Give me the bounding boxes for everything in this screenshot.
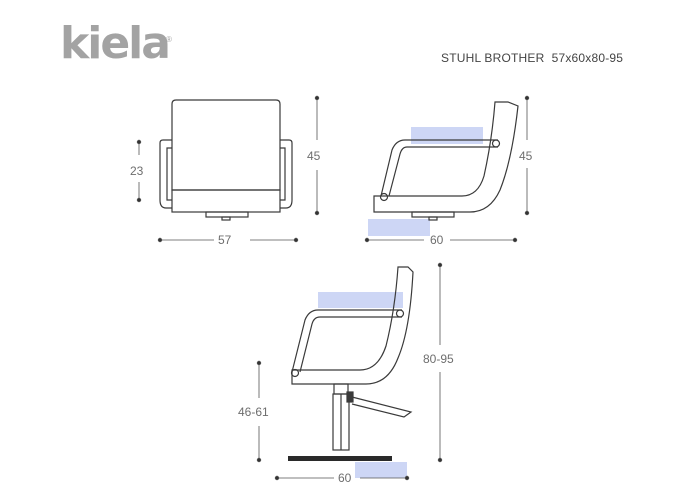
dim-full-total-height: 80-95 <box>423 352 454 366</box>
front-seat <box>171 189 281 213</box>
dim-full-depth: 60 <box>338 471 352 485</box>
full-shell <box>291 266 414 385</box>
dim-side-seat-height: 45 <box>519 149 533 163</box>
dim-full-seat-range: 46-61 <box>238 405 269 419</box>
full-dimensions <box>256 262 443 481</box>
front-armrest-left <box>159 139 172 209</box>
registered-mark: ® <box>166 35 172 44</box>
front-base <box>205 211 249 218</box>
front-dimensions <box>136 95 320 243</box>
side-base-highlight <box>368 219 430 236</box>
side-view <box>373 101 519 221</box>
side-armrest <box>380 139 498 197</box>
front-backrest <box>171 99 281 191</box>
full-foot-lever <box>351 396 413 418</box>
front-view <box>159 99 293 221</box>
side-dimensions <box>364 95 530 243</box>
front-armrest-right <box>280 139 293 209</box>
full-column-top <box>333 383 349 395</box>
brand-wordmark: kiela <box>60 18 169 69</box>
dim-front-seat-height: 45 <box>307 149 321 163</box>
full-base-highlight <box>355 462 407 478</box>
side-armrest-highlight <box>411 127 483 144</box>
full-armrest-highlight <box>318 292 403 308</box>
brand-logo: kiela ® <box>60 18 172 69</box>
full-view <box>290 266 414 451</box>
full-floor-base <box>288 456 392 461</box>
full-armrest <box>291 309 402 373</box>
dim-front-armrest-height: 23 <box>130 164 144 178</box>
side-shell <box>373 101 519 213</box>
dim-front-width: 57 <box>218 233 232 247</box>
dim-side-depth: 60 <box>430 233 444 247</box>
product-title: STUHL BROTHER 57x60x80-95 <box>441 51 623 65</box>
side-base <box>411 211 455 218</box>
